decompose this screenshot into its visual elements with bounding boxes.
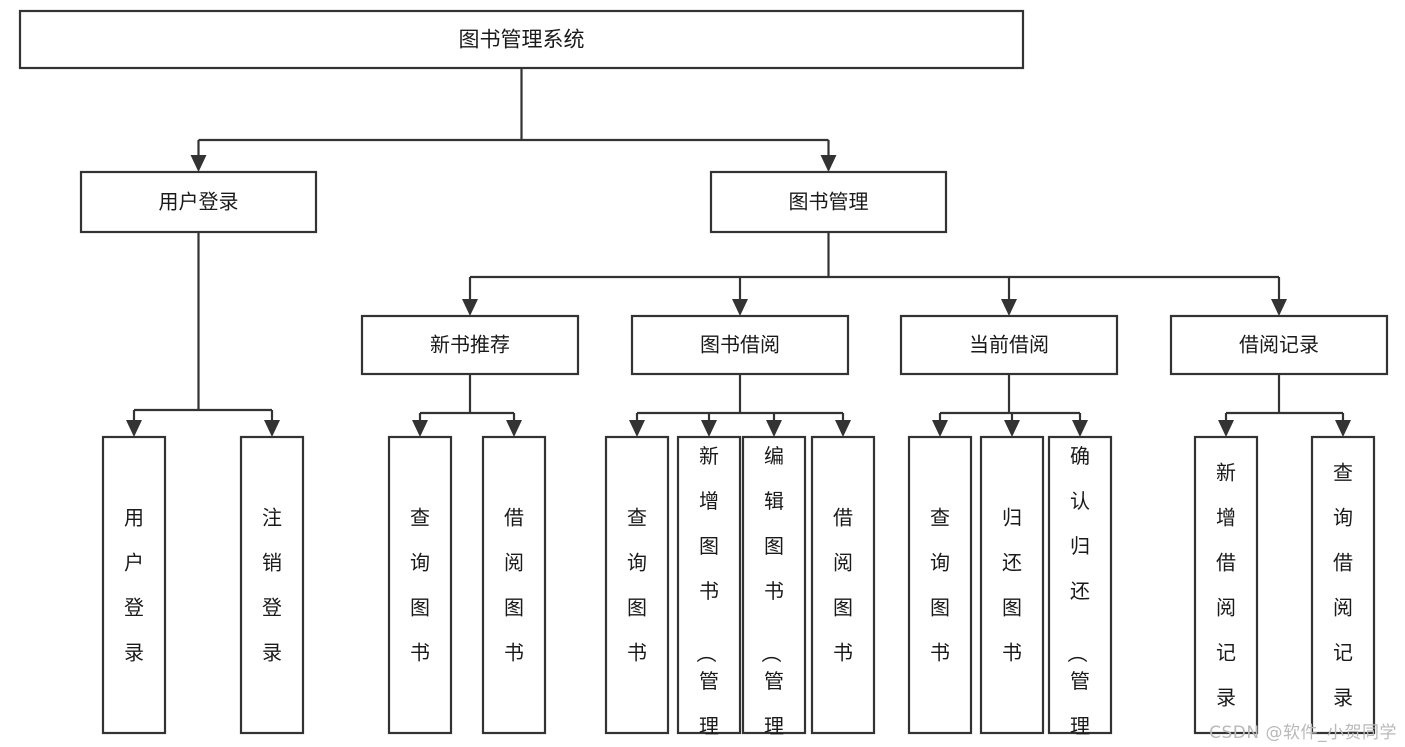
root-node-图书管理系统[interactable]: 图书管理系统 [18, 9, 1025, 70]
node-box [79, 170, 318, 234]
node-layer: 图书管理系统用户登录图书管理新书推荐图书借阅当前借阅借阅记录用户登录注销登录查询… [18, 9, 1389, 747]
node-box [1310, 435, 1376, 735]
leaf-node-查询图书-8[interactable]: 查询图书 [907, 435, 973, 735]
leaf-label: 查询借阅记录 [1333, 461, 1353, 710]
node-label: 新书推荐 [430, 333, 510, 357]
level2-node-图书借阅[interactable]: 图书借阅 [630, 314, 850, 376]
node-box [239, 435, 305, 735]
node-box [709, 170, 948, 234]
leaf-label: 新增图书（管理员） [694, 444, 719, 747]
node-box [899, 314, 1119, 376]
node-box [741, 435, 807, 735]
connector-layer [126, 68, 1351, 437]
leaf-label: 查询图书 [930, 506, 950, 665]
node-box [387, 435, 453, 735]
node-box [1047, 435, 1113, 735]
level2-node-借阅记录[interactable]: 借阅记录 [1169, 314, 1389, 376]
leaf-node-用户登录-0[interactable]: 用户登录 [101, 435, 167, 735]
node-label: 借阅记录 [1239, 333, 1319, 357]
node-box [1169, 314, 1389, 376]
node-label: 图书管理系统 [459, 28, 585, 52]
leaf-label: 用户登录 [124, 506, 144, 665]
level1-node-图书管理[interactable]: 图书管理 [709, 170, 948, 234]
leaf-label: 新增借阅记录 [1216, 461, 1236, 710]
leaf-label: 查询图书 [410, 506, 430, 665]
node-label: 用户登录 [159, 190, 239, 214]
node-box [360, 314, 580, 376]
leaf-node-查询图书-2[interactable]: 查询图书 [387, 435, 453, 735]
leaf-node-确认归还管理员-10[interactable]: 确认归还（管理员） [1047, 435, 1113, 747]
leaf-node-新增借阅记录-11[interactable]: 新增借阅记录 [1193, 435, 1259, 735]
node-box [907, 435, 973, 735]
node-label: 当前借阅 [969, 333, 1049, 357]
leaf-node-查询图书-4[interactable]: 查询图书 [604, 435, 670, 735]
leaf-label: 借阅图书 [833, 506, 853, 665]
leaf-node-查询借阅记录-12[interactable]: 查询借阅记录 [1310, 435, 1376, 735]
node-box [979, 435, 1045, 735]
leaf-label: 归还图书 [1002, 506, 1022, 665]
leaf-label: 编辑图书（管理员） [759, 444, 784, 747]
node-box [1193, 435, 1259, 735]
node-label: 图书管理 [789, 190, 869, 214]
node-box [810, 435, 876, 735]
level1-node-用户登录[interactable]: 用户登录 [79, 170, 318, 234]
leaf-node-编辑图书管理员-6[interactable]: 编辑图书（管理员） [741, 435, 807, 747]
leaf-node-借阅图书-7[interactable]: 借阅图书 [810, 435, 876, 735]
leaf-label: 查询图书 [627, 506, 647, 665]
node-box [676, 435, 742, 735]
node-box [101, 435, 167, 735]
level2-node-当前借阅[interactable]: 当前借阅 [899, 314, 1119, 376]
leaf-label: 借阅图书 [504, 506, 524, 665]
leaf-node-注销登录-1[interactable]: 注销登录 [239, 435, 305, 735]
leaf-node-新增图书管理员-5[interactable]: 新增图书（管理员） [676, 435, 742, 747]
node-label: 图书借阅 [700, 333, 780, 357]
level2-node-新书推荐[interactable]: 新书推荐 [360, 314, 580, 376]
leaf-node-借阅图书-3[interactable]: 借阅图书 [481, 435, 547, 735]
node-box [481, 435, 547, 735]
node-box [18, 9, 1025, 70]
node-box [630, 314, 850, 376]
leaf-label: 确认归还（管理员） [1065, 444, 1090, 747]
leaf-node-归还图书-9[interactable]: 归还图书 [979, 435, 1045, 735]
csdn-watermark: CSDN @软件_小贺同学 [1209, 723, 1397, 743]
node-box [604, 435, 670, 735]
leaf-label: 注销登录 [262, 506, 282, 665]
